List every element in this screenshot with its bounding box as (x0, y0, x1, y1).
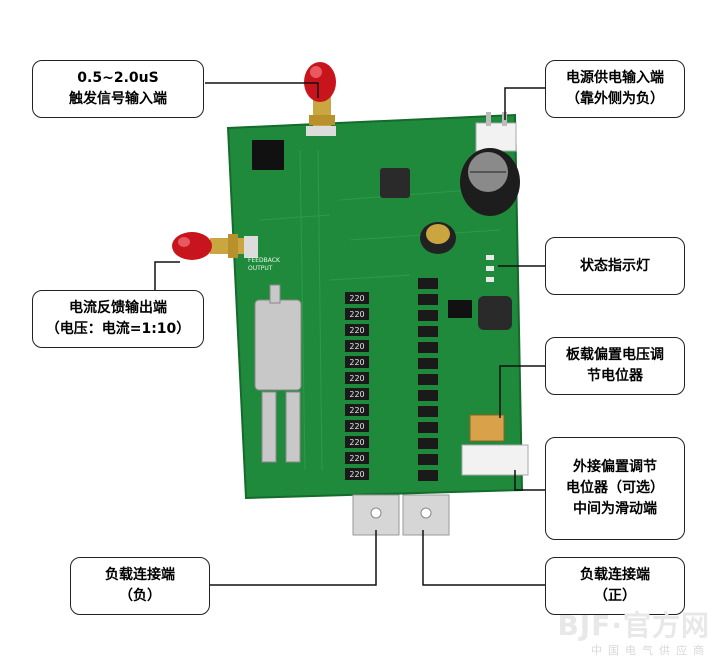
silkscreen-feedback: FEEDBACK (248, 257, 281, 264)
resistor (418, 278, 438, 289)
resistor-marking: 220 (349, 390, 364, 399)
label-trigger-line2: 触发信号输入端 (69, 91, 167, 107)
resistor-marking: 220 (349, 374, 364, 383)
inductor-1 (380, 168, 410, 198)
watermark: BJF·官方网 中国电气供应商 (557, 604, 710, 658)
sma-connector-trigger (304, 62, 336, 136)
label-external-line3: 中间为滑动端 (573, 501, 657, 517)
label-load-positive: 负载连接端 （正） (545, 557, 685, 615)
resistor (345, 436, 369, 448)
leader-onboard-pot (499, 365, 545, 418)
leader-load-neg (210, 530, 377, 586)
resistor (345, 356, 369, 368)
resistor-array-right (418, 278, 438, 481)
onboard-potentiometer (469, 414, 505, 442)
leader-external-pot (514, 470, 545, 491)
resistor-marking: 220 (349, 326, 364, 335)
resistor (418, 422, 438, 433)
resistor-marking: 220 (349, 294, 364, 303)
label-onboard-line1: 板载偏置电压调 (566, 347, 664, 363)
resistor-marking: 220 (349, 342, 364, 351)
resistor-marking: 220 (349, 422, 364, 431)
dip-switch (252, 140, 284, 170)
external-pot-connector (461, 444, 529, 476)
resistor (345, 452, 369, 464)
sma-connector-feedback (172, 232, 258, 260)
resistor-array-left: 220 220 220 220 220 220 220 220 220 220 220 220 (345, 292, 369, 480)
resistor (418, 454, 438, 465)
ic-chip (448, 300, 472, 318)
label-load-neg-line2: （负） (119, 588, 161, 604)
capacitor-large (460, 148, 520, 216)
label-onboard-bias-pot: 板载偏置电压调 节电位器 (545, 337, 685, 395)
leader-trigger (205, 82, 319, 98)
resistor (345, 420, 369, 432)
label-load-pos-line1: 负载连接端 (580, 567, 650, 583)
watermark-main: BJF·官方网 (557, 609, 710, 642)
resistor (345, 308, 369, 320)
resistor (418, 390, 438, 401)
label-external-bias-pot: 外接偏置调节 电位器（可选） 中间为滑动端 (545, 437, 685, 540)
status-leds (486, 255, 494, 282)
label-feedback-line2: （电压：电流=1:10） (45, 321, 191, 337)
load-terminal-positive (402, 494, 450, 536)
load-terminal-negative (352, 494, 400, 536)
label-power-line2: （靠外侧为负） (566, 91, 664, 107)
resistor-marking: 220 (349, 310, 364, 319)
leader-power (504, 87, 545, 120)
label-load-neg-line1: 负载连接端 (105, 567, 175, 583)
label-external-line1: 外接偏置调节 (573, 459, 657, 475)
label-feedback-output: 电流反馈输出端 （电压：电流=1:10） (32, 290, 204, 348)
leader-load-pos (422, 530, 545, 586)
resistor (345, 388, 369, 400)
label-onboard-line2: 节电位器 (587, 368, 643, 384)
capacitor-small (420, 222, 456, 254)
label-trigger-line1: 0.5~2.0uS (77, 70, 159, 86)
resistor (345, 340, 369, 352)
resistor (418, 470, 438, 481)
resistor (418, 406, 438, 417)
leader-feedback (154, 261, 180, 290)
label-load-negative: 负载连接端 （负） (70, 557, 210, 615)
mosfet-pads (254, 284, 302, 463)
resistor-marking: 220 (349, 358, 364, 367)
label-external-line2: 电位器（可选） (566, 480, 664, 496)
resistor (418, 326, 438, 337)
resistor (418, 294, 438, 305)
resistor (418, 310, 438, 321)
label-feedback-line1: 电流反馈输出端 (69, 300, 167, 316)
resistor (345, 468, 369, 480)
resistor-marking: 220 (349, 438, 364, 447)
resistor (345, 292, 369, 304)
resistor-marking: 220 (349, 406, 364, 415)
resistor-marking: 220 (349, 454, 364, 463)
resistor (418, 358, 438, 369)
label-trigger-input: 0.5~2.0uS 触发信号输入端 (32, 60, 204, 118)
label-load-pos-line2: （正） (594, 588, 636, 604)
label-power-line1: 电源供电输入端 (566, 70, 664, 86)
inductor-2 (478, 296, 512, 330)
resistor (345, 372, 369, 384)
watermark-sub: 中国电气供应商 (591, 644, 710, 657)
resistor (345, 324, 369, 336)
resistor (345, 404, 369, 416)
label-status-line1: 状态指示灯 (580, 257, 650, 274)
silkscreen-output: OUTPUT (248, 265, 273, 272)
label-status-led: 状态指示灯 (545, 237, 685, 295)
resistor (418, 342, 438, 353)
resistor (418, 438, 438, 449)
resistor (418, 374, 438, 385)
label-power-input: 电源供电输入端 （靠外侧为负） (545, 60, 685, 118)
resistor-marking: 220 (349, 470, 364, 479)
